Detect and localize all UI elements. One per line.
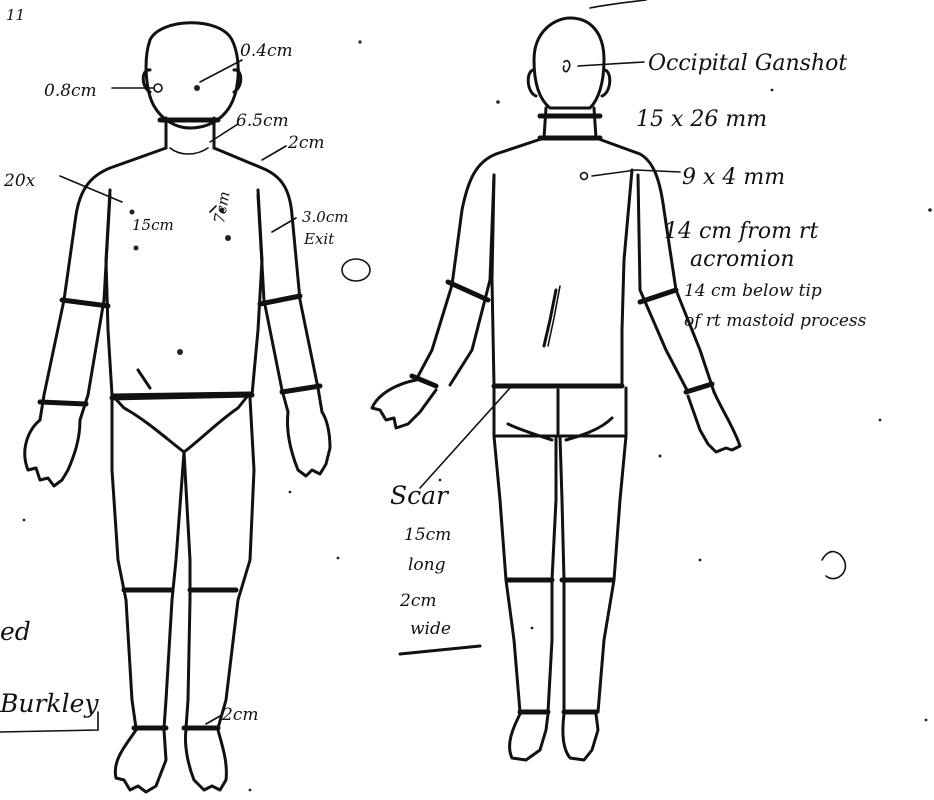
right-eye-wound (154, 84, 162, 92)
right-chest-offset-label: 20x (3, 171, 36, 191)
right-chest-label: 15cm (132, 216, 174, 234)
left-eye-wound (194, 85, 200, 91)
signature-fragment: ed (0, 617, 31, 646)
left-chest-label: 7cm (210, 190, 233, 225)
back-location-line4: of rt mastoid process (684, 311, 867, 331)
scar-width-word: wide (410, 619, 451, 639)
front-wound-marks (60, 60, 370, 724)
upper-back-wound (581, 173, 588, 180)
left-eye-label: 0.4cm (240, 41, 293, 61)
shoulder-label: 2cm (287, 133, 324, 153)
chin-wound (170, 148, 208, 154)
occipital-wound (563, 61, 569, 72)
occipital-label: Occipital Ganshot (648, 51, 847, 76)
chin-label: 6.5cm (236, 111, 289, 131)
back-location-line2: acromion (690, 247, 795, 272)
front-body-figure (25, 23, 330, 792)
scar-width: 2cm (399, 591, 436, 611)
signature-name: Burkley (0, 689, 99, 718)
left-arm-label: 3.0cm (302, 208, 348, 226)
left-arm-note: Exit (303, 230, 335, 248)
occipital-size-label: 15 x 26 mm (636, 107, 767, 132)
back-location-line1: 14 cm from rt (664, 219, 818, 244)
back-location-line3: 14 cm below tip (684, 281, 822, 301)
scar-length: 15cm (404, 525, 451, 545)
scar-title: Scar (390, 481, 450, 510)
right-eye-label: 0.8cm (44, 81, 97, 101)
back-entry-label: 9 x 4 mm (682, 165, 785, 190)
scar-length-word: long (408, 555, 446, 575)
scan-noise (23, 40, 932, 791)
left-ankle-label: 2cm (221, 705, 258, 725)
signature-block: ed Burkley (0, 617, 99, 732)
page-marker: 11 (6, 6, 25, 24)
